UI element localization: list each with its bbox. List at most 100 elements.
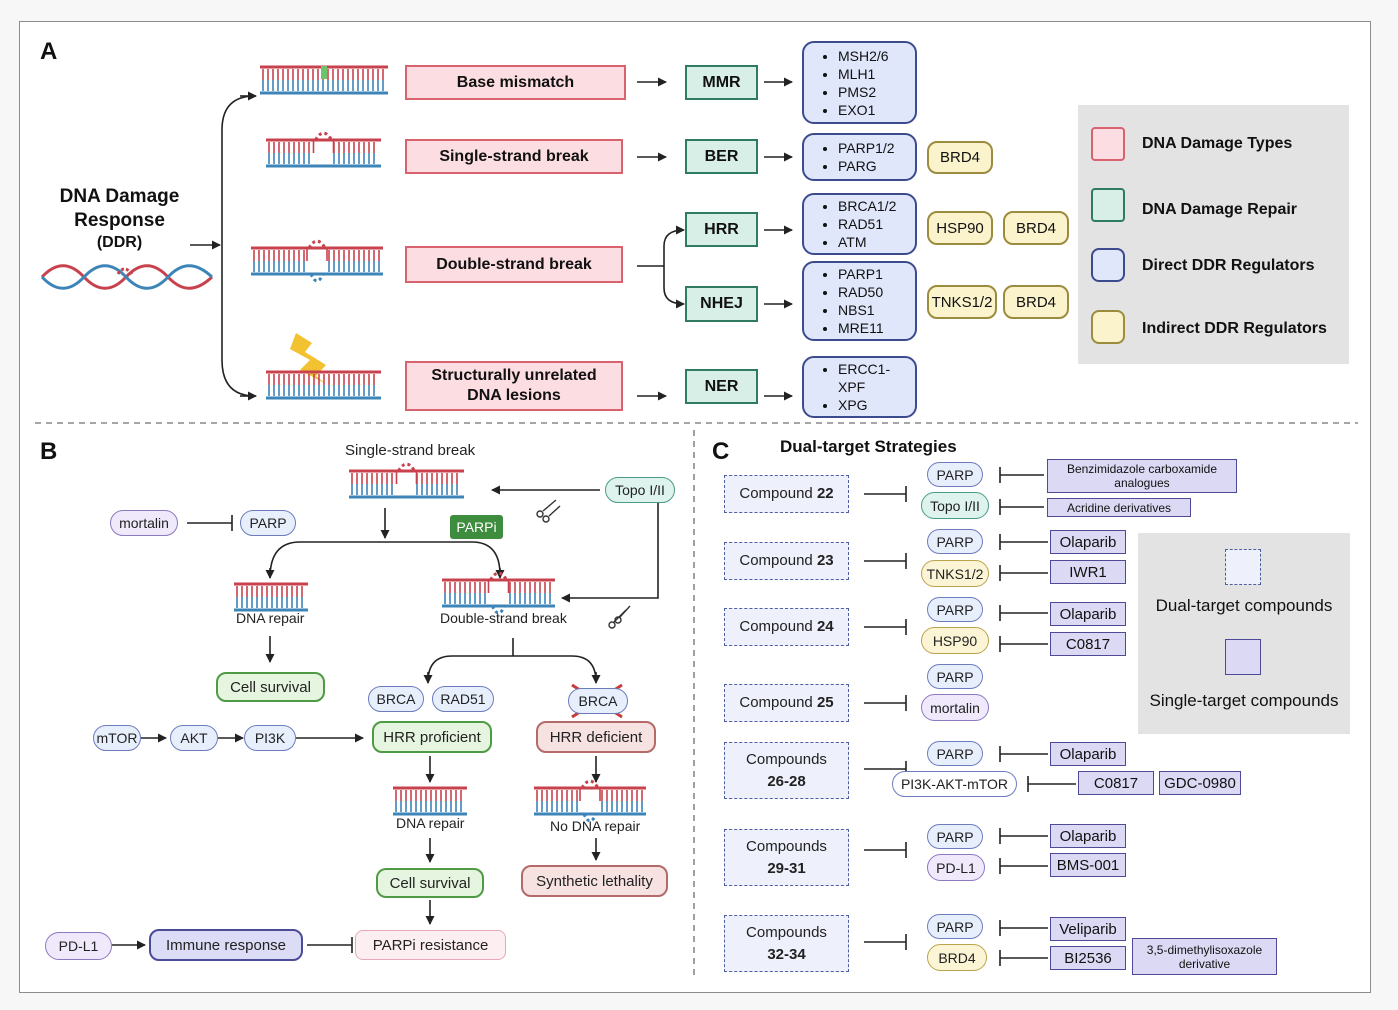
compound-number: 25 — [816, 694, 834, 711]
compound-prefix: Compound — [739, 485, 813, 502]
regulator-item: ATM — [838, 233, 896, 251]
regulator-item: RAD50 — [838, 283, 884, 301]
damage-single-strand-break: Single-strand break — [405, 139, 623, 174]
regulator-item-xpf: XPF — [838, 379, 866, 395]
regulator-item: MSH2/6 — [838, 47, 889, 65]
indirect-regulator-tnks: TNKS1/2 — [927, 285, 997, 319]
compound-number: 32-34 — [767, 945, 806, 963]
dna-fragment-icon — [349, 462, 464, 499]
direct-regulators-hrr: BRCA1/2 RAD51 ATM — [802, 193, 917, 255]
dna-repair-label: DNA repair — [236, 610, 305, 626]
panel-label-a: A — [40, 38, 58, 65]
no-dna-repair-label: No DNA repair — [550, 818, 641, 834]
scissors-icon — [608, 605, 631, 629]
ddr-title-line2: Response — [74, 210, 165, 231]
regulator-item: XPG — [838, 396, 890, 414]
compound-prefix: Compounds — [746, 837, 827, 855]
panel-label-b: B — [40, 438, 58, 465]
single-target-compound: IWR1 — [1050, 560, 1126, 584]
repair-ber: BER — [685, 139, 758, 174]
compound-prefix: Compound — [739, 618, 813, 635]
damage-structurally-unrelated: Structurally unrelated DNA lesions — [405, 361, 623, 411]
dna-helix-icon — [40, 264, 214, 290]
damage-structurally-unrelated-line1: Structurally unrelated — [431, 367, 597, 384]
compound-prefix: Compound — [739, 694, 813, 711]
repair-mmr: MMR — [685, 65, 758, 100]
legend-panel-c: Dual-target compounds Single-target comp… — [1138, 533, 1350, 734]
compound-prefix: Compound — [739, 552, 813, 569]
legend-label: Dual-target compounds — [1155, 596, 1333, 615]
repair-hrr: HRR — [685, 212, 758, 247]
direct-regulators-ner: ERCC1- XPF XPG — [802, 356, 917, 418]
mtor-node: mTOR — [93, 725, 141, 751]
regulator-item: MRE11 — [838, 319, 884, 337]
ssb-label: Single-strand break — [345, 442, 476, 459]
target-parp: PARP — [927, 824, 983, 849]
dna-fragment-icon — [251, 239, 383, 283]
regulator-item-ercc1: ERCC1- — [838, 361, 891, 377]
single-target-compound: GDC-0980 — [1159, 771, 1241, 795]
cell-survival-node-2: Cell survival — [376, 868, 484, 898]
legend-label: Direct DDR Regulators — [1142, 257, 1315, 274]
single-target-compound: BMS-001 — [1050, 853, 1126, 877]
mortalin-node: mortalin — [110, 510, 178, 536]
target-parp: PARP — [927, 597, 983, 622]
parpi-badge: PARPi — [450, 515, 503, 539]
regulator-item: NBS1 — [838, 301, 884, 319]
dna-fragment-icon — [260, 65, 388, 95]
dna-repair-label-2: DNA repair — [396, 815, 465, 831]
legend-swatch-indirect — [1091, 310, 1125, 344]
hrr-proficient-node: HRR proficient — [372, 721, 492, 753]
ddr-title-line3: (DDR) — [96, 234, 143, 251]
brca-deleted-node: BRCA — [568, 688, 628, 714]
legend-swatch-damage — [1091, 127, 1125, 161]
target-pdl1: PD-L1 — [927, 854, 985, 881]
rad51-node: RAD51 — [432, 686, 494, 712]
single-target-compound: 3,5-dimethylisoxazole derivative — [1132, 938, 1277, 975]
indirect-regulator-hsp90: HSP90 — [927, 211, 993, 245]
damage-structurally-unrelated-line2: DNA lesions — [467, 387, 561, 404]
legend-label: DNA Damage Types — [1142, 135, 1293, 152]
single-target-compound: Acridine derivatives — [1047, 498, 1191, 517]
parpi-resistance-node: PARPi resistance — [355, 930, 506, 960]
target-parp: PARP — [927, 664, 983, 689]
direct-regulators-mmr: MSH2/6 MLH1 PMS2 EXO1 — [802, 41, 917, 124]
compound-number: 22 — [816, 485, 834, 502]
legend-label: DNA Damage Repair — [1142, 201, 1298, 218]
compound-number: 23 — [816, 552, 834, 569]
parp-node: PARP — [240, 510, 296, 536]
single-target-compound: C0817 — [1078, 771, 1154, 795]
compound-number: 26-28 — [767, 772, 806, 790]
single-target-compound: Olaparib — [1050, 742, 1126, 766]
single-target-compound: Olaparib — [1050, 530, 1126, 554]
regulator-item: PARP1 — [838, 265, 884, 283]
dna-fragment-icon — [393, 786, 467, 816]
repair-ner: NER — [685, 369, 758, 404]
target-parp: PARP — [927, 462, 983, 487]
dna-fragment-icon — [442, 571, 555, 615]
legend-swatch-dual — [1225, 549, 1261, 585]
target-mortalin: mortalin — [921, 694, 989, 721]
target-tnks: TNKS1/2 — [921, 560, 989, 587]
single-target-compound: C0817 — [1050, 632, 1126, 656]
single-target-compound: BI2536 — [1050, 946, 1126, 970]
direct-regulators-nhej: PARP1 RAD50 NBS1 MRE11 — [802, 261, 917, 341]
dna-fragment-icon — [266, 370, 381, 400]
dna-fragment-icon — [534, 779, 646, 823]
dsb-label: Double-strand break — [440, 610, 567, 626]
compound-number: 24 — [816, 618, 834, 635]
direct-regulators-ber: PARP1/2 PARG — [802, 133, 917, 181]
cell-survival-node: Cell survival — [216, 672, 325, 702]
target-brd4: BRD4 — [927, 944, 987, 971]
synthetic-lethality-node: Synthetic lethality — [521, 865, 668, 897]
target-hsp90: HSP90 — [921, 627, 989, 654]
damage-double-strand-break: Double-strand break — [405, 246, 623, 283]
single-target-compound: Benzimidazole carboxamide analogues — [1047, 459, 1237, 493]
panel-c-title: Dual-target Strategies — [780, 437, 957, 456]
legend-swatch-repair — [1091, 188, 1125, 222]
ddr-title-line1: DNA Damage — [59, 186, 180, 207]
lightning-icon — [290, 333, 326, 384]
single-target-compound: Veliparib — [1050, 917, 1126, 941]
